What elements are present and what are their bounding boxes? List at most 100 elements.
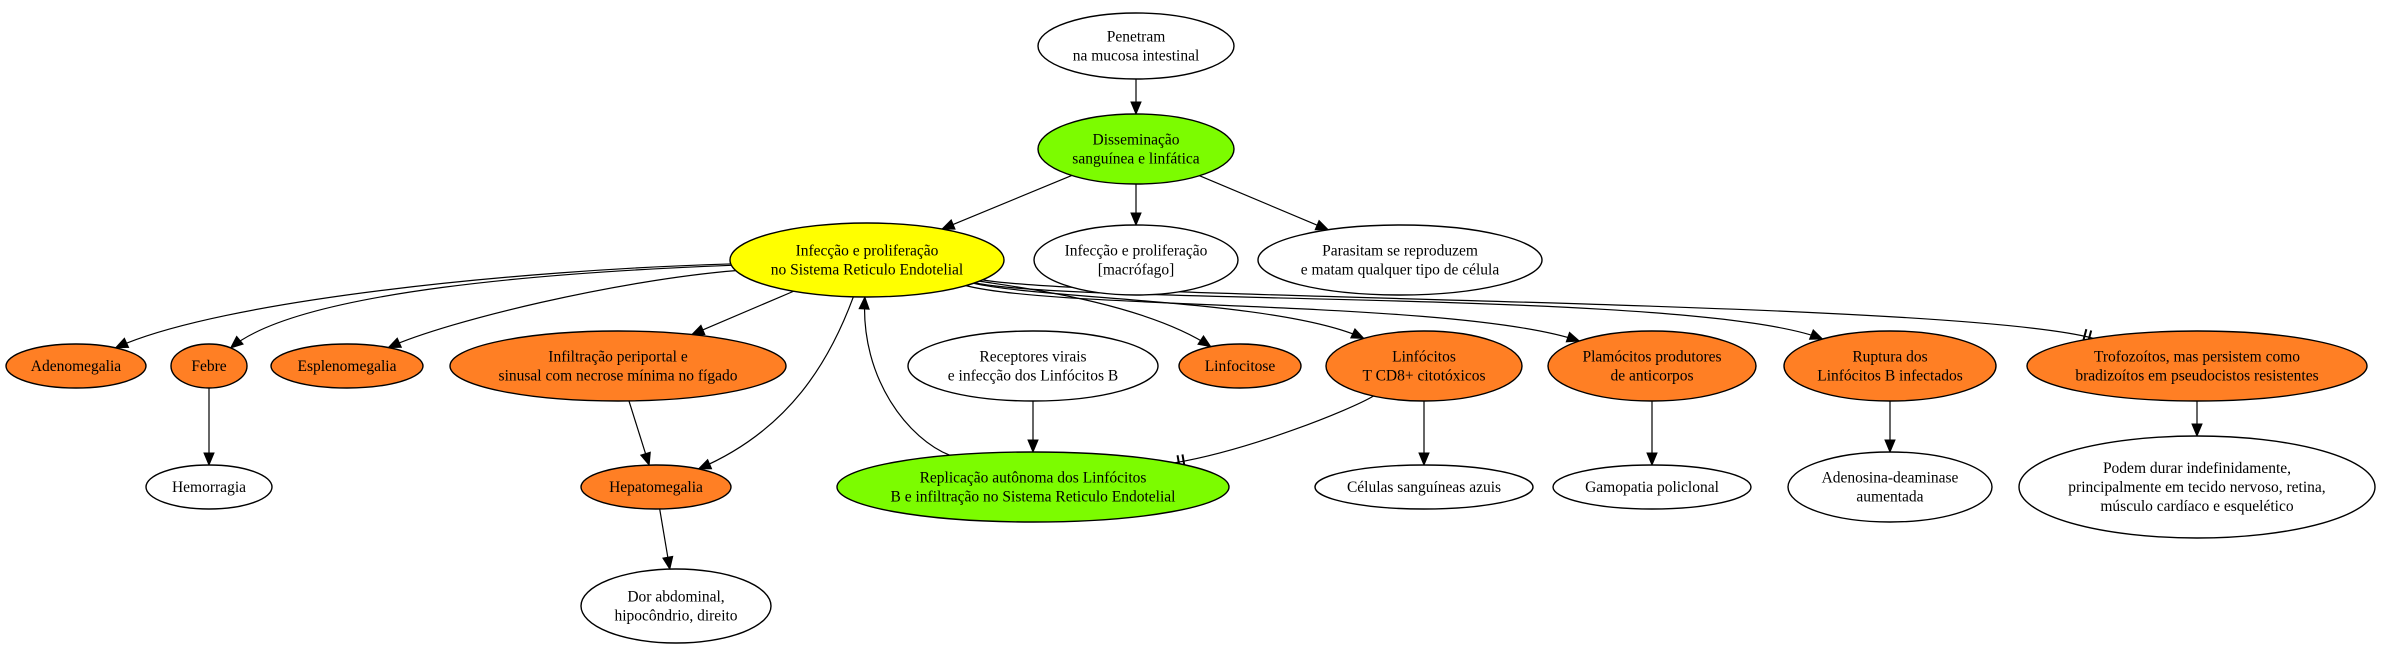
node-label-line: hipocôndrio, direito xyxy=(614,608,737,625)
node-label-line: Replicação autônoma dos Linfócitos xyxy=(920,470,1147,487)
edge-penetram-to-disseminacao xyxy=(1130,79,1142,116)
edge-linfocitos-t-to-replicacao xyxy=(1174,395,1374,470)
node-ellipse xyxy=(836,451,1230,523)
node-label-line: Receptores virais xyxy=(979,349,1086,366)
node-disseminacao: Disseminação sanguínea e linfática xyxy=(1037,113,1235,185)
edge-line xyxy=(230,264,732,349)
node-label-line: Febre xyxy=(191,358,226,375)
edge-line xyxy=(388,270,736,349)
node-ellipse xyxy=(1552,464,1752,510)
node-hepatomegalia: Hepatomegalia xyxy=(580,464,732,510)
edge-infeccao-ser-to-hepatomegalia xyxy=(697,296,854,470)
arrowhead xyxy=(1418,452,1430,467)
node-label-line: Adenomegalia xyxy=(31,358,122,375)
edges-layer xyxy=(114,79,2203,571)
node-trofozoitos: Trofozoítos, mas persistem comobradizoít… xyxy=(2026,330,2368,402)
nodes-layer: Penetram na mucosa intestinalDisseminação… xyxy=(5,12,2376,644)
node-ellipse xyxy=(729,222,1005,298)
node-linfocitose: Linfocitose xyxy=(1178,343,1302,389)
node-ellipse xyxy=(1547,330,1757,402)
edge-line xyxy=(698,296,854,470)
arrowhead xyxy=(1197,335,1212,348)
node-febre: Febre xyxy=(170,343,248,389)
node-ellipse xyxy=(145,464,273,510)
node-label-line: sanguínea e linfática xyxy=(1072,151,1200,168)
node-label-line: Ruptura dos xyxy=(1852,349,1927,366)
node-label-line: Gamopatia policlonal xyxy=(1585,479,1719,496)
node-label-line: e matam qualquer tipo de célula xyxy=(1301,262,1500,279)
node-label-line: aumentada xyxy=(1856,489,1923,506)
node-ellipse xyxy=(2026,330,2368,402)
node-label-line: Adenosina-deaminase xyxy=(1822,470,1959,487)
node-infeccao-ser: Infecção e proliferação no Sistema Reticu… xyxy=(729,222,1005,298)
node-ellipse xyxy=(449,330,787,402)
node-label-line: Células sanguíneas azuis xyxy=(1347,479,1501,496)
arrowhead xyxy=(1808,329,1824,340)
node-ellipse xyxy=(1325,330,1523,402)
node-label-line: na mucosa intestinal xyxy=(1073,48,1200,65)
arrowhead xyxy=(203,452,215,467)
node-ellipse xyxy=(1037,113,1235,185)
node-label-line: no Sistema Reticulo Endotelial xyxy=(771,262,963,279)
node-label-line: de anticorpos xyxy=(1610,368,1693,385)
edge-infeccao-ser-to-adenomegalia xyxy=(114,263,731,349)
edge-line xyxy=(965,285,1580,342)
arrowhead xyxy=(1027,439,1039,454)
node-label-line: Infecção e proliferação xyxy=(1065,243,1208,260)
node-label-line: Disseminação xyxy=(1093,132,1180,149)
node-ellipse xyxy=(270,343,424,389)
arrowhead xyxy=(1350,327,1365,339)
node-label-line: sinusal com necrose mínima no fígado xyxy=(499,368,738,385)
arrowhead xyxy=(229,335,244,349)
node-hemorragia: Hemorragia xyxy=(145,464,273,510)
node-label-line: Dor abdominal, xyxy=(627,589,724,606)
node-ellipse xyxy=(2018,435,2376,539)
node-replicacao: Replicação autônoma dos Linfócitos B e in… xyxy=(836,451,1230,523)
node-label-line: Penetram xyxy=(1107,29,1166,46)
node-label-line: Hepatomegalia xyxy=(609,479,703,496)
edge-line xyxy=(863,296,951,456)
edge-infeccao-ser-to-plasmocitos xyxy=(965,285,1581,343)
edge-line xyxy=(974,282,1823,340)
node-esplenomegalia: Esplenomegalia xyxy=(270,343,424,389)
node-parasitam: Parasitam se reproduzem e matam qualquer … xyxy=(1257,224,1543,296)
node-podem-durar: Podem durar indefinidamente, principalmen… xyxy=(2018,435,2376,539)
edge-infeccao-ser-to-febre xyxy=(229,264,732,349)
edge-trofozoitos-to-podem-durar xyxy=(2191,401,2203,438)
node-label-line: B e infiltração no Sistema Reticulo Endo… xyxy=(891,489,1176,506)
edge-disseminacao-to-infeccao-ser xyxy=(940,174,1073,230)
node-ellipse xyxy=(907,330,1159,402)
node-adenomegalia: Adenomegalia xyxy=(5,343,147,389)
node-label-line: principalmente em tecido nervoso, retina… xyxy=(2068,479,2325,496)
arrowhead xyxy=(662,555,674,571)
arrowhead xyxy=(2191,423,2203,438)
arrowhead xyxy=(1565,331,1581,343)
node-label-line: Parasitam se reproduzem xyxy=(1322,243,1478,260)
edge-line xyxy=(115,263,731,349)
arrowhead xyxy=(940,218,956,230)
arrowhead xyxy=(1884,439,1896,454)
arrowhead xyxy=(1314,219,1330,231)
edge-line xyxy=(941,174,1073,230)
edge-infiltracao-to-hepatomegalia xyxy=(628,400,651,467)
node-label-line: Podem durar indefinidamente, xyxy=(2103,460,2291,477)
node-label-line: Infecção e proliferação xyxy=(796,243,939,260)
node-label-line: bradizoítos em pseudocistos resistentes xyxy=(2075,368,2318,385)
edge-linfocitos-t-to-celulas-azuis xyxy=(1418,401,1430,467)
node-ellipse xyxy=(1787,451,1993,523)
arrowhead xyxy=(690,324,706,336)
node-label-line: Linfócitos B infectados xyxy=(1817,368,1963,385)
node-label-line: [macrófago] xyxy=(1098,262,1175,279)
arrowhead xyxy=(858,295,870,310)
node-label-line: Hemorragia xyxy=(172,479,246,496)
edge-plasmocitos-to-gamopatia xyxy=(1646,401,1658,467)
node-ellipse xyxy=(5,343,147,389)
edge-ruptura-to-adenosina xyxy=(1884,401,1896,454)
arrowhead xyxy=(387,337,403,349)
node-adenosina: Adenosina-deaminase aumentada xyxy=(1787,451,1993,523)
